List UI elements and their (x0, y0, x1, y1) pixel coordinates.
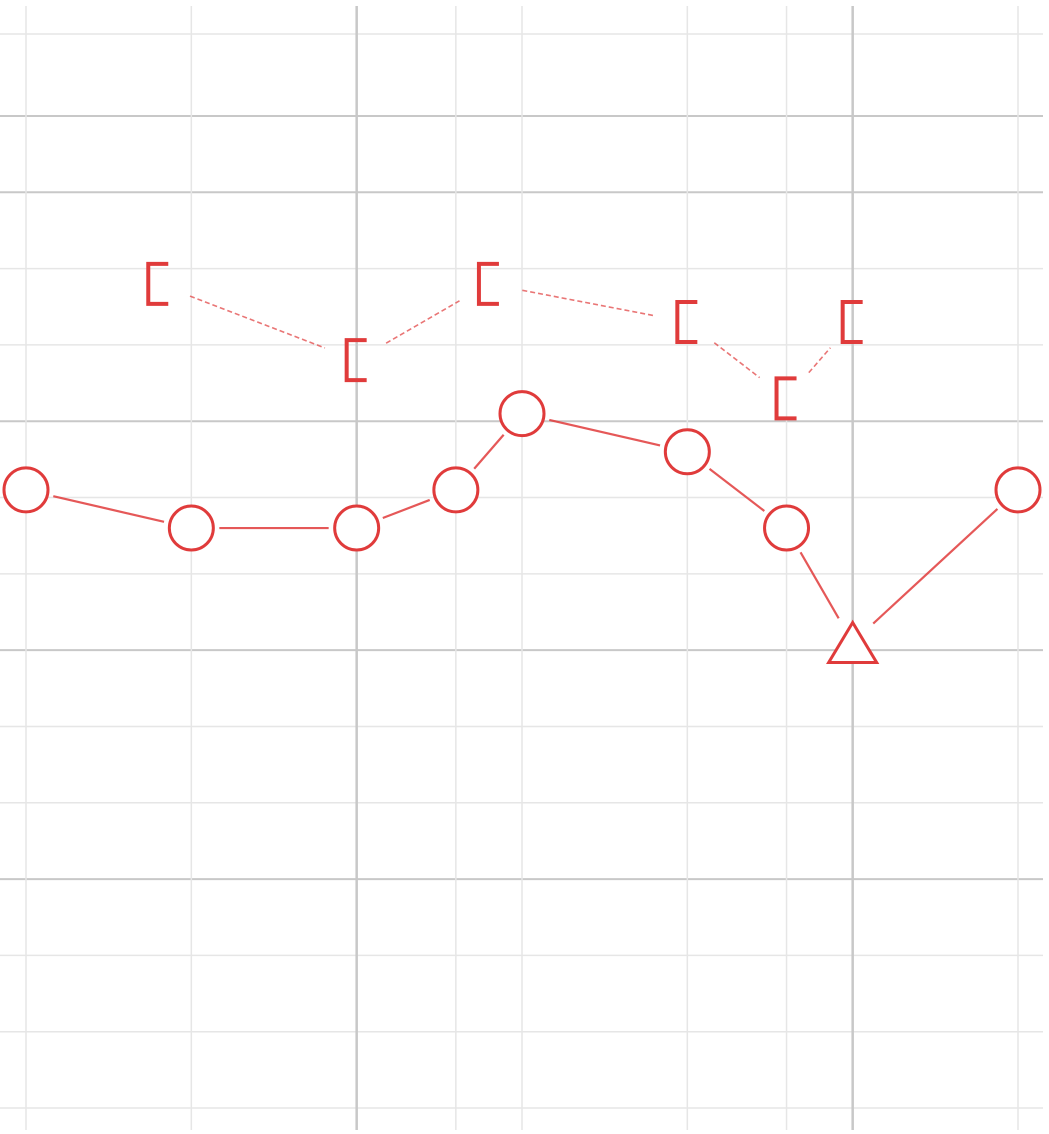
series-line-segment (708, 467, 766, 512)
series-line-segment (53, 495, 165, 523)
grid (0, 6, 1043, 1130)
series-line-segment (799, 551, 840, 619)
data-point-circle (432, 466, 480, 514)
series-layer (2, 261, 1042, 665)
data-point-circle (333, 504, 381, 552)
data-point-bracket (774, 376, 797, 421)
series-line-segment (522, 289, 655, 317)
series-line-segment (872, 508, 999, 625)
data-point-circle (498, 390, 546, 438)
series-line-segment (189, 295, 326, 349)
series-1 (2, 390, 1042, 665)
series-line-segment (808, 347, 832, 374)
data-point-bracket (146, 261, 169, 306)
series-line-segment (549, 418, 661, 447)
data-point-bracket (344, 338, 367, 383)
data-point-circle (663, 428, 711, 476)
data-point-circle (994, 466, 1042, 514)
series-line-segment (385, 300, 460, 344)
data-point-circle (763, 504, 811, 552)
data-point-circle (167, 504, 215, 552)
series-2 (146, 261, 863, 421)
data-point-triangle (826, 619, 880, 665)
data-point-bracket (840, 300, 863, 345)
series-line-segment (473, 434, 505, 470)
series-line-segment (713, 342, 761, 379)
series-line-segment (382, 498, 431, 520)
data-point-bracket (476, 261, 499, 306)
data-point-bracket (675, 300, 698, 345)
data-point-circle (2, 466, 50, 514)
